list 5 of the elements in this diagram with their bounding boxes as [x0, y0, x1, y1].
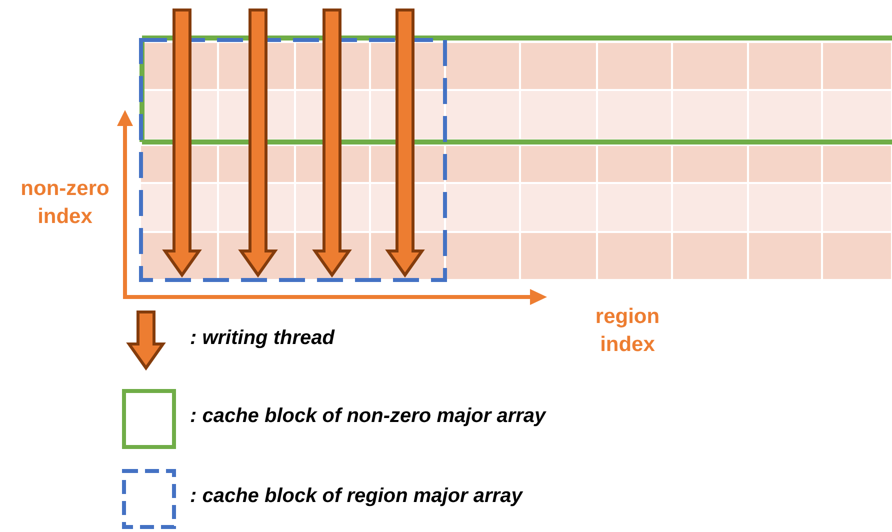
axis-label: non-zero index [20, 176, 110, 230]
legend-text: : writing thread [190, 327, 334, 350]
axis-label: region index [594, 304, 661, 358]
legend-text: : cache block of non-zero major array [190, 405, 546, 428]
legend-text: : cache block of region major array [190, 485, 522, 508]
